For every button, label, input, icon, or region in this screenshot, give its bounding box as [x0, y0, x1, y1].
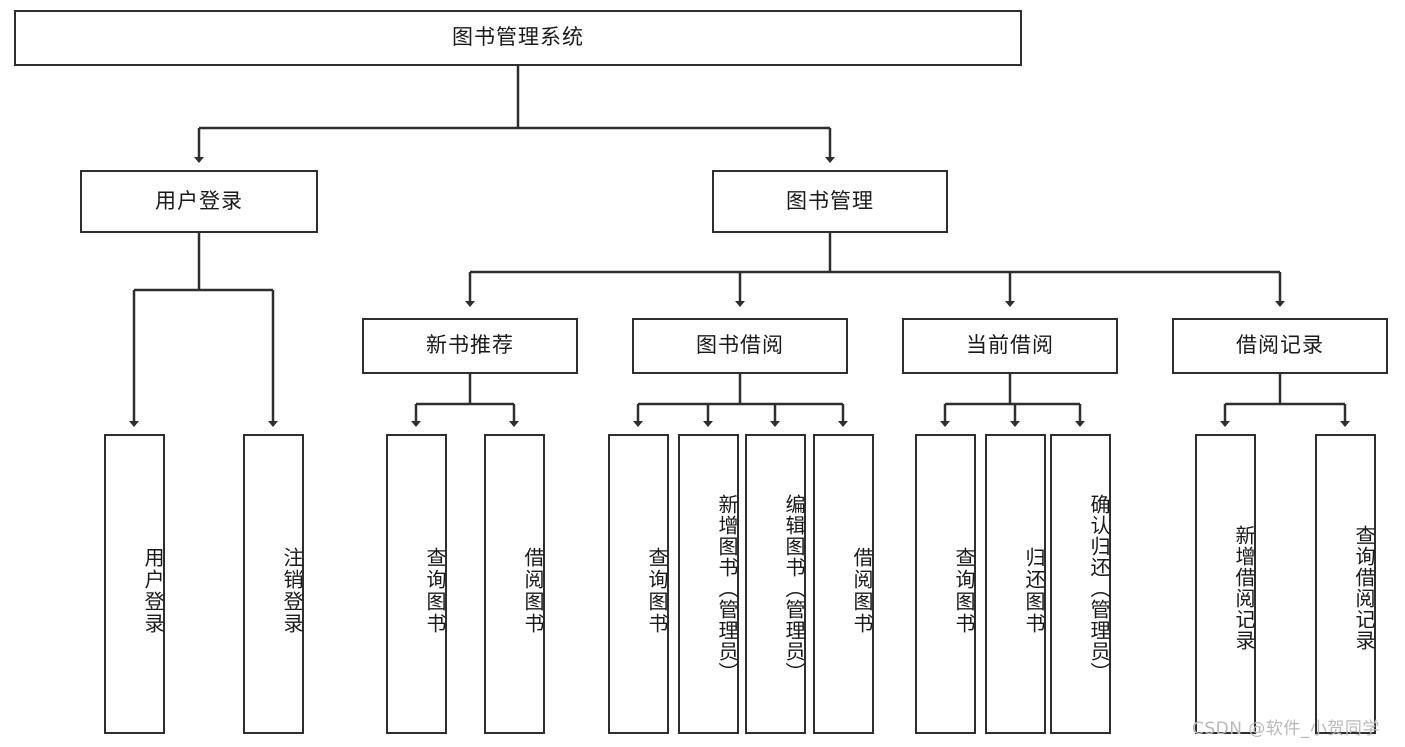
node-label: 新增借阅记录 — [1232, 525, 1256, 651]
node-label: 借阅记录 — [1236, 333, 1324, 358]
node-label: 用户登录 — [155, 188, 243, 213]
node-label: 当前借阅 — [966, 333, 1054, 358]
node-label: 新书推荐 — [426, 333, 514, 358]
node-label: 借阅图书 — [850, 547, 874, 635]
node-current-borrow[interactable]: 当前借阅 — [902, 318, 1118, 374]
leaf-edit-book-admin[interactable]: 编辑图书（管理员） — [745, 434, 806, 734]
node-book-borrow[interactable]: 图书借阅 — [632, 318, 848, 374]
leaf-user-logout[interactable]: 注销登录 — [243, 434, 304, 734]
csdn-watermark: CSDN @软件_小贺同学 — [1192, 719, 1380, 739]
leaf-return-book[interactable]: 归还图书 — [985, 434, 1046, 734]
node-label: 归还图书 — [1022, 547, 1046, 635]
node-label: 新增图书（管理员） — [715, 493, 739, 683]
node-label: 图书管理系统 — [452, 25, 584, 50]
node-label: 确认归还（管理员） — [1087, 493, 1111, 683]
leaf-confirm-return-admin[interactable]: 确认归还（管理员） — [1050, 434, 1111, 734]
node-label: 查询借阅记录 — [1352, 525, 1376, 651]
node-book-management[interactable]: 图书管理 — [712, 170, 948, 233]
leaf-borrow-book[interactable]: 借阅图书 — [813, 434, 874, 734]
leaf-query-borrow-record[interactable]: 查询借阅记录 — [1315, 434, 1376, 734]
node-borrow-record[interactable]: 借阅记录 — [1172, 318, 1388, 374]
leaf-user-login[interactable]: 用户登录 — [104, 434, 165, 734]
leaf-query-book-recommend[interactable]: 查询图书 — [386, 434, 447, 734]
node-label: 图书借阅 — [696, 333, 784, 358]
node-label: 查询图书 — [952, 547, 976, 635]
leaf-query-book-borrow[interactable]: 查询图书 — [608, 434, 669, 734]
leaf-query-book-current[interactable]: 查询图书 — [915, 434, 976, 734]
node-label: 用户登录 — [141, 547, 165, 635]
leaf-borrow-book-recommend[interactable]: 借阅图书 — [484, 434, 545, 734]
node-new-book-recommend[interactable]: 新书推荐 — [362, 318, 578, 374]
node-label: 查询图书 — [645, 547, 669, 635]
node-label: 查询图书 — [423, 547, 447, 635]
node-label: 借阅图书 — [521, 547, 545, 635]
leaf-add-book-admin[interactable]: 新增图书（管理员） — [678, 434, 739, 734]
node-label: 编辑图书（管理员） — [782, 493, 806, 683]
leaf-add-borrow-record[interactable]: 新增借阅记录 — [1195, 434, 1256, 734]
node-label: 注销登录 — [280, 547, 304, 635]
node-user-login[interactable]: 用户登录 — [80, 170, 318, 233]
node-root-library-management-system[interactable]: 图书管理系统 — [14, 10, 1022, 66]
node-label: 图书管理 — [786, 188, 874, 213]
